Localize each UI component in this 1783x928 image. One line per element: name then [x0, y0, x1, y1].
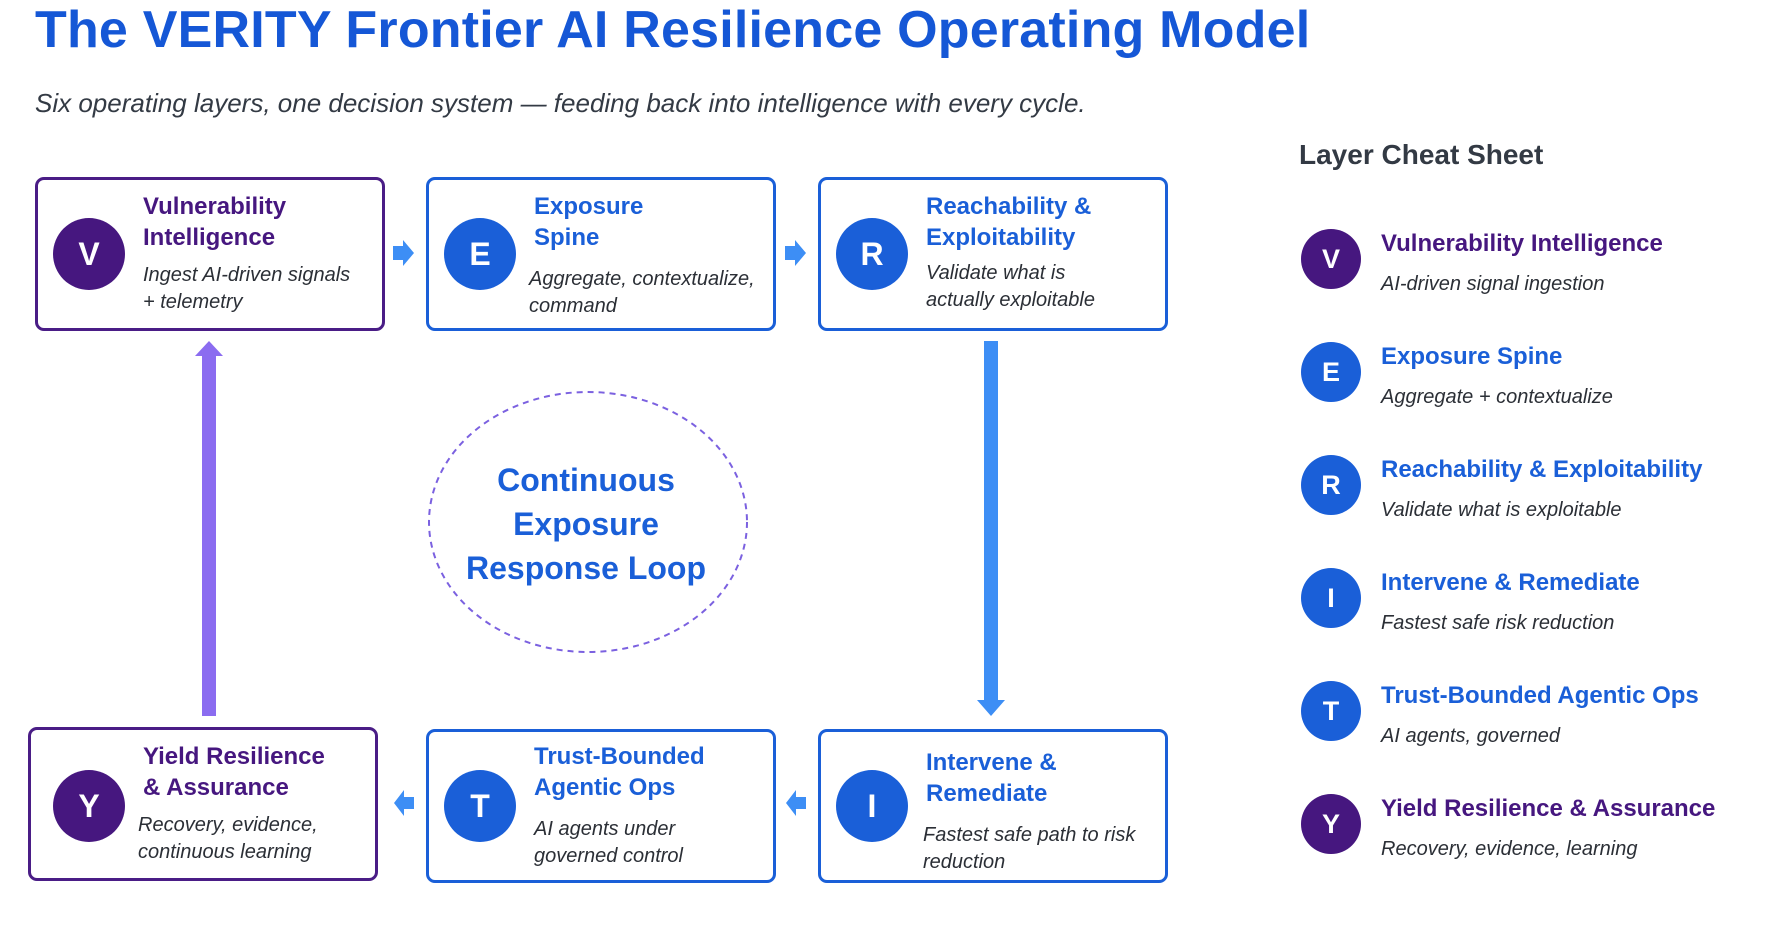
cheat-desc-r: Validate what is exploitable — [1381, 499, 1622, 521]
cheat-badge-i: I — [1301, 568, 1361, 628]
cheat-badge-y: Y — [1301, 794, 1361, 854]
cheat-name-e: Exposure Spine — [1381, 343, 1563, 370]
page-subtitle: Six operating layers, one decision syste… — [35, 88, 1086, 118]
cheat-desc-e: Aggregate + contextualize — [1381, 386, 1613, 408]
cheat-desc-t: AI agents, governed — [1381, 725, 1561, 747]
layer-desc-e: Aggregate, contextualize,command — [529, 268, 755, 317]
layer-badge-v: V — [53, 218, 125, 290]
loop-label-line-3: Response Loop — [465, 550, 706, 586]
layer-title-y: Yield Resilience& Assurance — [143, 743, 325, 801]
layer-badge-y: Y — [53, 770, 125, 842]
layer-badge-i: I — [836, 770, 908, 842]
layer-title-i: Intervene &Remediate — [926, 749, 1057, 807]
loop-label-line-2: Exposure — [513, 506, 659, 542]
arrow-r-to-i — [977, 341, 1005, 716]
cheat-name-v: Vulnerability Intelligence — [1381, 230, 1663, 257]
layer-title-r: Reachability &Exploitability — [926, 193, 1092, 251]
layer-card-i: I Intervene &Remediate Fastest safe path… — [818, 729, 1168, 883]
layer-badge-r: R — [836, 218, 908, 290]
layer-badge-e: E — [444, 218, 516, 290]
page-title: The VERITY Frontier AI Resilience Operat… — [35, 1, 1311, 59]
cheat-badge-t: T — [1301, 681, 1361, 741]
cheat-badge-e: E — [1301, 342, 1361, 402]
cheat-name-i: Intervene & Remediate — [1381, 569, 1640, 596]
arrow-t-to-y — [394, 790, 414, 816]
cheat-sheet-heading: Layer Cheat Sheet — [1299, 139, 1544, 170]
cheat-name-y: Yield Resilience & Assurance — [1381, 795, 1716, 822]
cheat-desc-v: AI-driven signal ingestion — [1381, 273, 1605, 295]
arrow-v-to-e — [393, 240, 414, 266]
cheat-name-r: Reachability & Exploitability — [1381, 456, 1703, 483]
loop-ellipse — [428, 391, 748, 653]
loop-label-line-1: Continuous — [497, 462, 675, 498]
cheat-desc-y: Recovery, evidence, learning — [1381, 838, 1638, 860]
layer-card-y: Y Yield Resilience& Assurance Recovery, … — [28, 727, 378, 881]
layer-desc-v: Ingest AI-driven signals+ telemetry — [143, 264, 351, 313]
arrow-e-to-r — [785, 240, 806, 266]
arrow-i-to-t — [786, 790, 806, 816]
loop-label: Continuous Exposure Response Loop — [430, 458, 742, 590]
cheat-badge-v: V — [1301, 229, 1361, 289]
cheat-badge-r: R — [1301, 455, 1361, 515]
layer-badge-t: T — [444, 770, 516, 842]
cheat-desc-i: Fastest safe risk reduction — [1381, 612, 1615, 634]
layer-card-r: R Reachability &Exploitability Validate … — [818, 177, 1168, 331]
cheat-name-t: Trust-Bounded Agentic Ops — [1381, 682, 1699, 709]
layer-desc-y: Recovery, evidence,continuous learning — [138, 814, 318, 863]
arrow-y-to-v — [195, 341, 223, 716]
